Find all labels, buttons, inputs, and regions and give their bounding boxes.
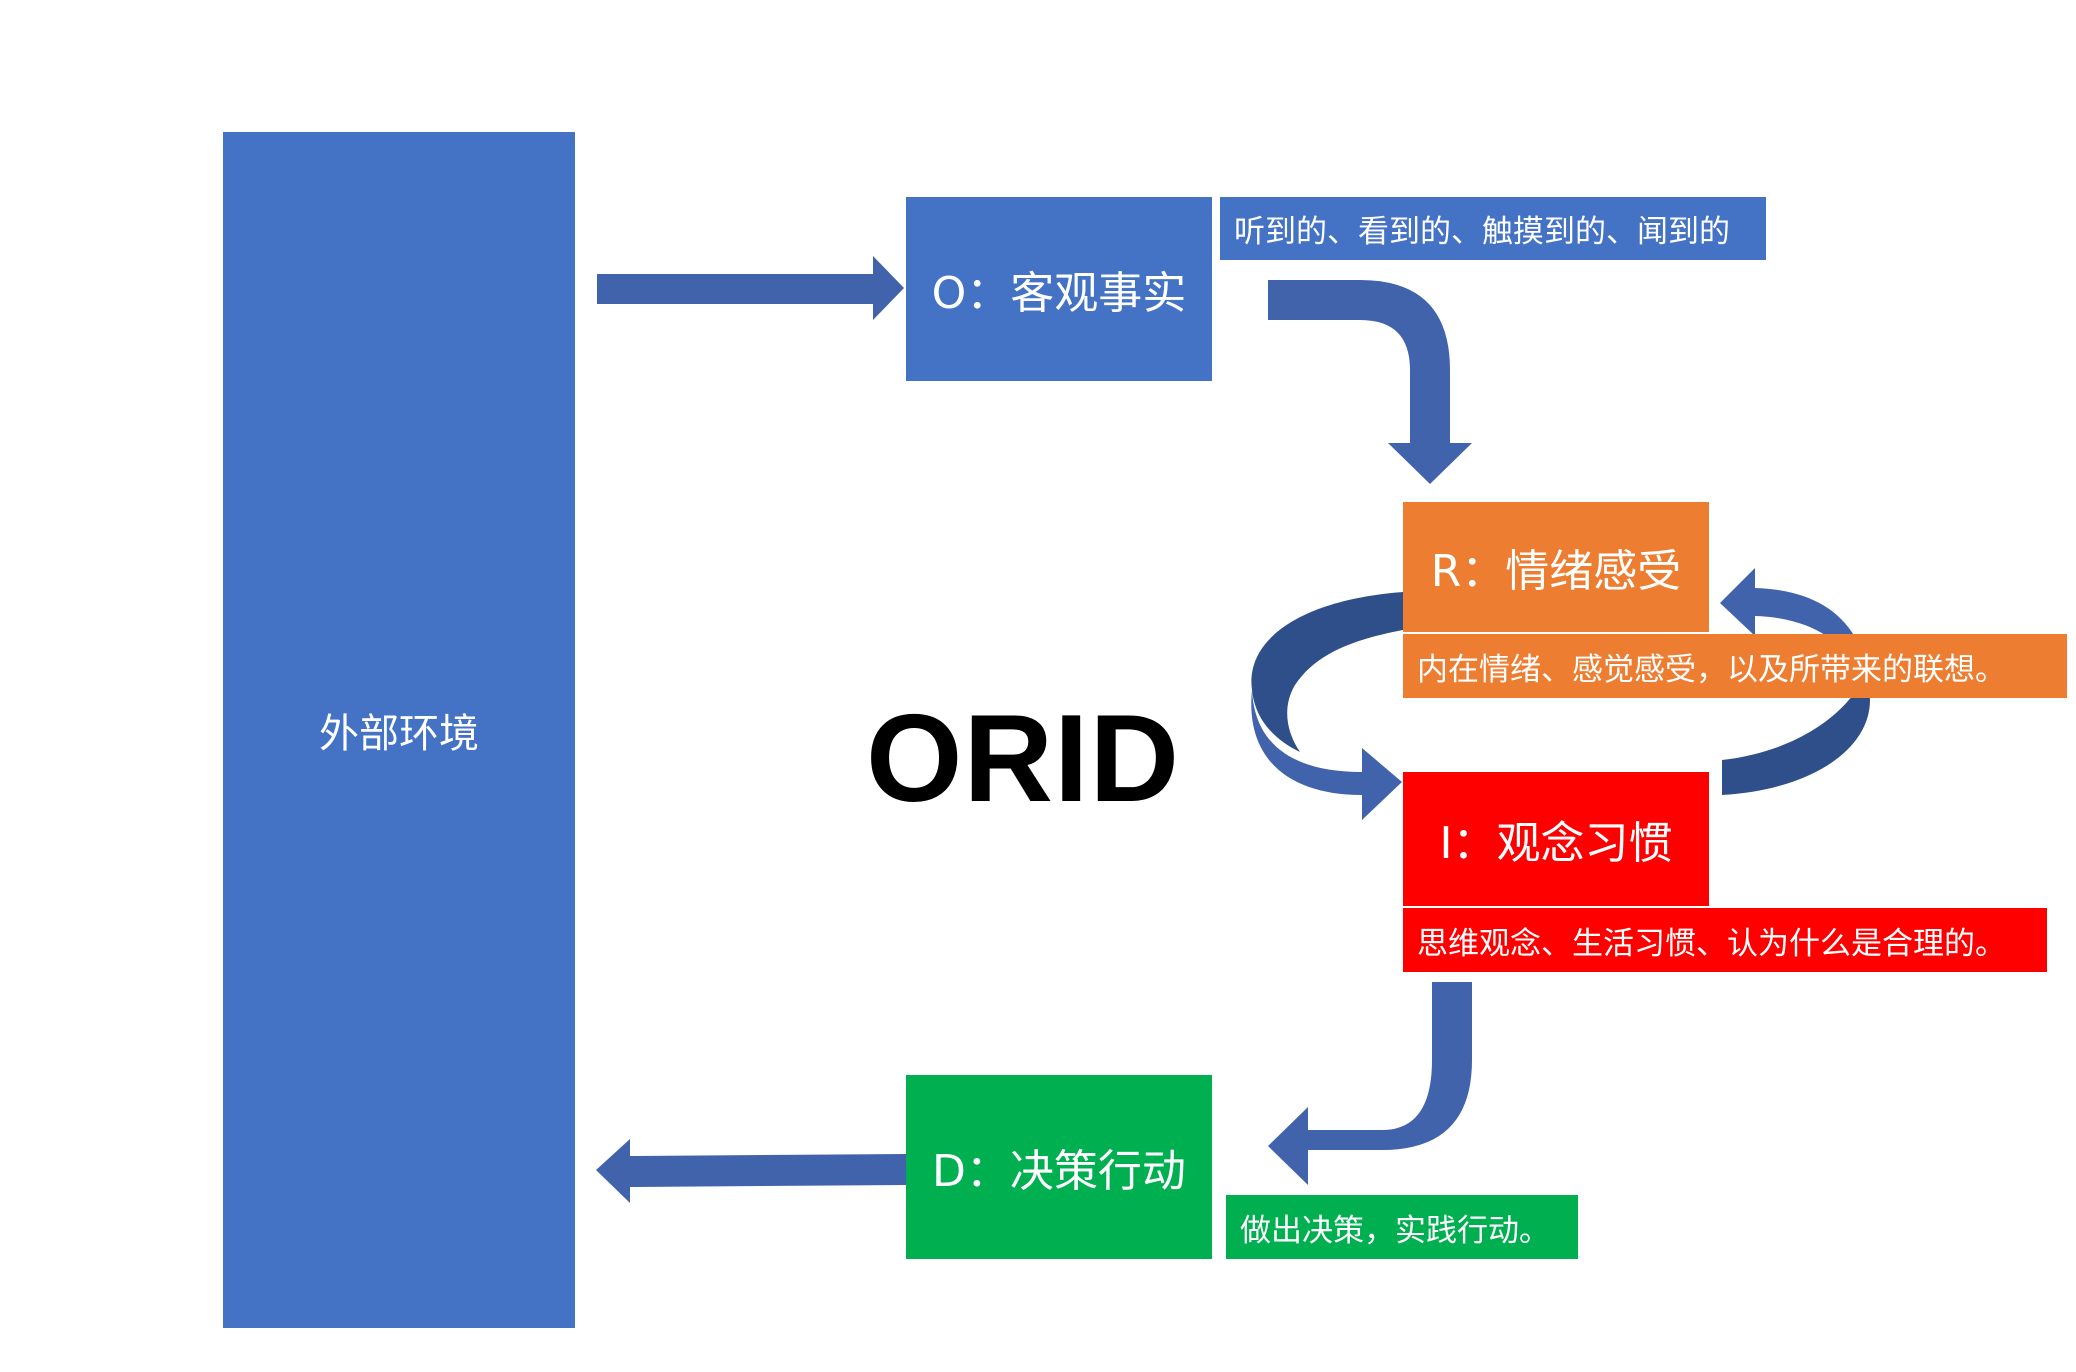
step-o-box: O：客观事实 — [906, 197, 1212, 381]
step-o-note: 听到的、看到的、触摸到的、闻到的 — [1220, 197, 1766, 260]
arrow-r-to-i — [1251, 592, 1403, 752]
step-i-note: 思维观念、生活习惯、认为什么是合理的。 — [1403, 908, 2047, 972]
step-d-note: 做出决策，实践行动。 — [1226, 1195, 1578, 1259]
step-o-label: O：客观事实 — [931, 268, 1187, 319]
arrow-env-to-o — [597, 256, 904, 320]
step-d-box: D：决策行动 — [906, 1075, 1212, 1259]
step-d-label: D：决策行动 — [932, 1146, 1186, 1197]
arrow-i-to-r-head — [1720, 568, 1870, 700]
arrow-d-to-env — [596, 1139, 906, 1203]
step-r-note: 内在情绪、感觉感受，以及所带来的联想。 — [1403, 634, 2067, 698]
environment-label: 外部环境 — [319, 711, 479, 757]
step-d-note-text: 做出决策，实践行动。 — [1240, 1212, 1550, 1249]
arrow-i-to-d — [1268, 982, 1472, 1185]
environment-box: 外部环境 — [223, 132, 575, 1328]
arrow-r-to-i-head — [1251, 690, 1402, 820]
step-r-box: R：情绪感受 — [1403, 502, 1709, 632]
step-r-label: R：情绪感受 — [1430, 546, 1682, 597]
step-i-box: I：观念习惯 — [1403, 772, 1709, 906]
step-i-note-text: 思维观念、生活习惯、认为什么是合理的。 — [1417, 925, 2006, 962]
diagram-title: ORID — [866, 690, 1180, 828]
arrow-i-to-r — [1722, 660, 1870, 795]
step-i-label: I：观念习惯 — [1439, 818, 1673, 869]
arrow-o-to-r — [1268, 280, 1472, 484]
step-r-note-text: 内在情绪、感觉感受，以及所带来的联想。 — [1417, 651, 2006, 688]
step-o-note-text: 听到的、看到的、触摸到的、闻到的 — [1234, 214, 1730, 250]
